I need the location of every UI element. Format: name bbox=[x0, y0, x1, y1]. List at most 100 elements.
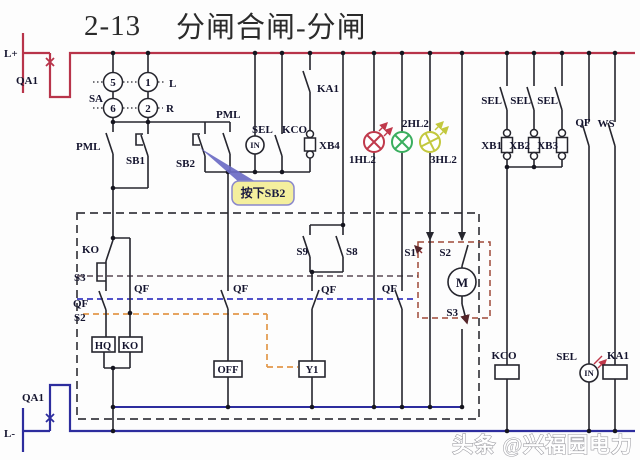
callout-pointer bbox=[200, 148, 258, 183]
sa-circle-2 bbox=[137, 97, 159, 119]
label-s2-left: S2 bbox=[74, 312, 86, 324]
label-qa1-bottom: QA1 bbox=[22, 392, 44, 404]
label-ws: WS bbox=[597, 118, 614, 130]
label-sel-r3: SEL bbox=[537, 95, 558, 107]
label-l-minus: L- bbox=[4, 428, 15, 440]
label-coil-hq: HQ bbox=[95, 341, 111, 352]
label-qf-mid: QF bbox=[134, 283, 150, 295]
xb2-link bbox=[527, 128, 541, 161]
label-in-top: IN bbox=[250, 140, 260, 150]
label-kco-top: KCO bbox=[282, 124, 308, 136]
xb3-link bbox=[555, 128, 569, 161]
label-pml-right: PML bbox=[216, 109, 240, 121]
label-sa: SA bbox=[89, 93, 103, 105]
label-xb3: XB3 bbox=[537, 140, 558, 152]
indicator-lamps bbox=[363, 121, 449, 153]
label-qa1-top: QA1 bbox=[16, 75, 38, 87]
wiring bbox=[96, 53, 616, 431]
callout: 按下SB2 bbox=[200, 148, 295, 206]
off-coil bbox=[213, 360, 243, 378]
label-l-plus: L+ bbox=[4, 48, 18, 60]
lamp-3hl2-yellow bbox=[419, 121, 449, 153]
label-ko-contact: KO bbox=[82, 244, 100, 256]
label-sb2: SB2 bbox=[176, 158, 195, 170]
breaker-x-bottom bbox=[45, 413, 55, 423]
sa-circle-5 bbox=[102, 71, 124, 93]
label-in-bottom: IN bbox=[584, 368, 594, 378]
label-qf-off: QF bbox=[233, 283, 249, 295]
label-ka1-top: KA1 bbox=[317, 83, 339, 95]
hq-coil bbox=[91, 336, 116, 353]
label-sel-bottom: SEL bbox=[556, 351, 577, 363]
label-s9: S9 bbox=[296, 246, 308, 258]
label-s8: S8 bbox=[346, 246, 358, 258]
control-block-dashed-box bbox=[76, 212, 480, 420]
callout-text: 按下SB2 bbox=[241, 185, 286, 200]
label-lamp-2hl2: 2HL2 bbox=[402, 118, 429, 130]
y1-coil bbox=[298, 360, 326, 378]
label-sel-r1: SEL bbox=[481, 95, 502, 107]
xb4-link bbox=[303, 129, 317, 159]
label-sb1: SB1 bbox=[126, 155, 145, 167]
watermark: 头条 @兴福园电力 bbox=[452, 433, 633, 457]
motor-mechanism-dashed-box bbox=[417, 241, 491, 319]
label-xb2: XB2 bbox=[509, 140, 530, 152]
in-button-bottom bbox=[579, 363, 599, 383]
label-pos-l: L bbox=[169, 78, 176, 90]
label-sel-r2: SEL bbox=[510, 95, 531, 107]
xb1-link bbox=[500, 128, 514, 161]
kco-coil bbox=[494, 364, 520, 380]
in-button-top bbox=[245, 135, 265, 155]
label-coil-ko: KO bbox=[122, 341, 138, 352]
label-xb1: XB1 bbox=[481, 140, 502, 152]
label-s1: S1 bbox=[404, 247, 416, 259]
plug-links bbox=[303, 128, 569, 161]
label-xb4: XB4 bbox=[319, 140, 340, 152]
label-sa-contact-6: 6 bbox=[110, 103, 116, 115]
positive-rail bbox=[21, 33, 635, 99]
label-qf-2hl2: QF bbox=[382, 283, 398, 295]
sa-circle-6 bbox=[102, 97, 124, 119]
page-title: 分闸合闸-分闸 bbox=[176, 11, 367, 44]
label-ka1-bottom: KA1 bbox=[607, 350, 629, 362]
label-kco-coil-label: KCO bbox=[491, 350, 517, 362]
mechanism-arrows bbox=[414, 232, 466, 254]
motor-circle bbox=[447, 267, 477, 297]
sa-selector-contacts bbox=[93, 71, 166, 119]
label-pos-r: R bbox=[166, 103, 175, 115]
label-motor-m: M bbox=[456, 275, 468, 290]
s3-motor-blade-arrow bbox=[460, 303, 470, 325]
linkage-line-orange bbox=[83, 313, 298, 368]
s1-arrow bbox=[414, 245, 423, 254]
label-s3-motor: S3 bbox=[446, 307, 458, 319]
label-coil-y1: Y1 bbox=[306, 365, 319, 376]
label-lamp-1hl2: 1HL2 bbox=[349, 154, 376, 166]
label-s3-left: S3 bbox=[74, 272, 86, 284]
lamp-1hl2-red bbox=[363, 122, 393, 153]
dashed-annotations bbox=[76, 212, 491, 420]
label-lamp-3hl2: 3HL2 bbox=[430, 154, 457, 166]
in-bottom-rays bbox=[593, 356, 606, 368]
label-sa-contact-1: 1 bbox=[145, 77, 151, 89]
breaker-x-top bbox=[45, 57, 55, 67]
label-coil-off: OFF bbox=[218, 365, 239, 376]
junction-dots bbox=[110, 50, 618, 434]
label-sel-top: SEL bbox=[252, 124, 273, 136]
coil-boxes bbox=[91, 336, 628, 380]
entry-arrow-3hl2-column bbox=[426, 232, 434, 241]
label-s2-motor: S2 bbox=[439, 247, 451, 259]
entry-arrow-motor-column bbox=[458, 232, 466, 241]
label-sa-contact-2: 2 bbox=[145, 103, 151, 115]
label-qf-top: QF bbox=[575, 117, 591, 129]
label-qf-left: QF bbox=[73, 298, 89, 310]
label-sa-contact-5: 5 bbox=[110, 77, 116, 89]
ko-coil bbox=[118, 336, 143, 353]
round-devices bbox=[245, 135, 606, 383]
callout-box bbox=[231, 180, 295, 206]
lamp-2hl2-green bbox=[391, 131, 413, 153]
sa-circle-1 bbox=[137, 71, 159, 93]
label-qf-y1: QF bbox=[321, 284, 337, 296]
